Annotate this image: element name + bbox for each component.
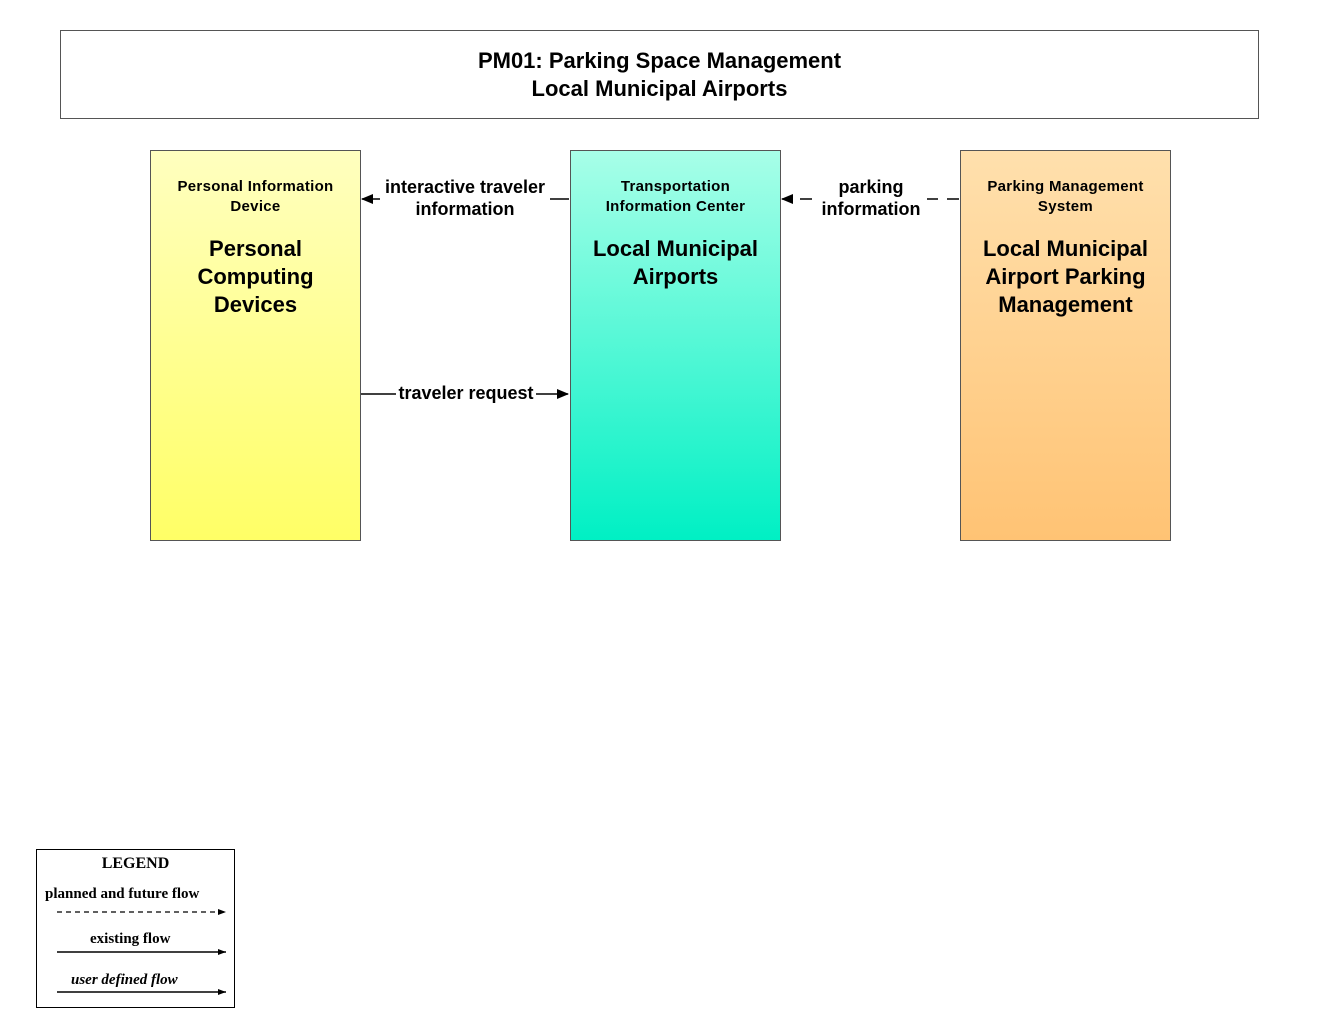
node-name: Local Municipal Airport Parking Manageme… — [982, 236, 1149, 317]
node-name: Personal Computing Devices — [197, 236, 314, 317]
flow-label-interactive-traveler-information: interactive traveler information — [380, 176, 550, 220]
legend-existing-label: existing flow — [90, 931, 171, 947]
node-category: Personal Information Device — [177, 178, 334, 215]
node-local-municipal-airports: Transportation Information Center Local … — [570, 150, 781, 541]
diagram-title-line2: Local Municipal Airports — [531, 75, 788, 101]
node-personal-computing-devices: Personal Information Device Personal Com… — [150, 150, 361, 541]
diagram-title: PM01: Parking Space Management Local Mun… — [60, 30, 1259, 119]
node-category: Parking Management System — [987, 178, 1144, 215]
legend-user-defined-label: user defined flow — [71, 972, 178, 988]
legend: LEGEND planned and future flow existing … — [36, 849, 235, 1008]
node-category: Transportation Information Center — [605, 178, 746, 215]
diagram-title-line1: PM01: Parking Space Management — [477, 47, 842, 73]
legend-lines — [57, 909, 226, 995]
flow-label-parking-information: parking information — [815, 176, 927, 220]
flow-label-traveler-request: traveler request — [396, 382, 536, 404]
node-name: Local Municipal Airports — [592, 236, 759, 289]
node-airport-parking-management: Parking Management System Local Municipa… — [960, 150, 1171, 541]
legend-planned-label: planned and future flow — [45, 886, 200, 902]
legend-title: LEGEND — [101, 855, 170, 872]
